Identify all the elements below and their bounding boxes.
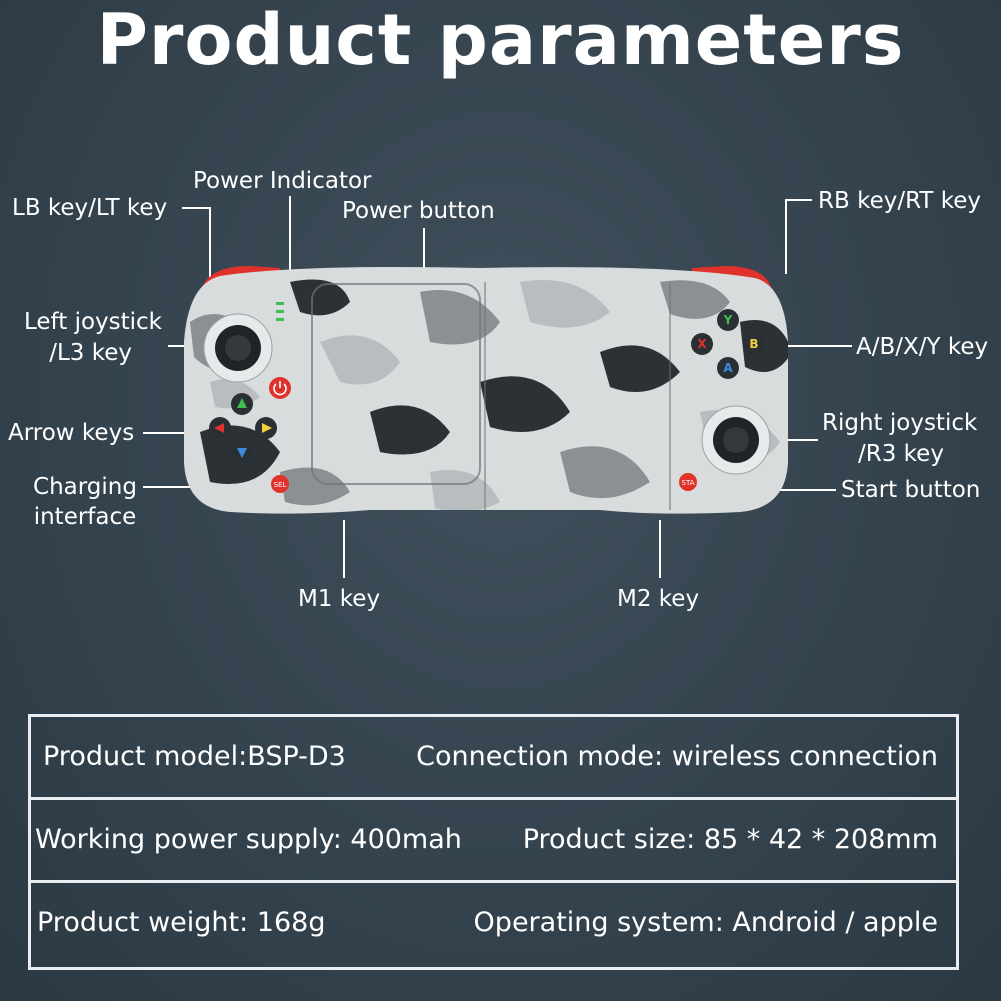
b-label: B (749, 337, 758, 351)
table-row: Working power supply: 400mah Product siz… (31, 800, 956, 883)
table-row: Product model:BSP-D3 Connection mode: wi… (31, 717, 956, 800)
callout-power-button: Power button (342, 198, 495, 224)
callout-abxy-key: A/B/X/Y key (856, 334, 989, 360)
line-rb-rt (785, 199, 812, 274)
param-os: Operating system: Android / apple (473, 907, 938, 938)
param-size: Product size: 85 * 42 * 208mm (522, 824, 938, 855)
callout-interface: interface (33, 504, 137, 530)
y-label: Y (723, 313, 733, 327)
sel-button (271, 475, 289, 493)
callout-r3-key: /R3 key (858, 441, 944, 467)
phone-tray (311, 283, 481, 485)
callout-power-indicator: Power Indicator (193, 168, 372, 194)
a-label: A (723, 361, 733, 375)
arrow-keys (209, 393, 277, 463)
sta-button (679, 473, 697, 491)
callout-m2-key: M2 key (617, 586, 700, 612)
camo-pattern (190, 279, 788, 512)
callout-lb-lt-key: LB key/LT key (12, 195, 168, 221)
callout-arrow-keys: Arrow keys (8, 420, 135, 446)
sel-label: SEL (274, 481, 287, 489)
callout-l3-key: /L3 key (49, 340, 132, 366)
callout-start-button: Start button (841, 477, 981, 503)
page-title: Product parameters (96, 0, 905, 81)
line-lb-lt (182, 207, 211, 280)
param-connection: Connection mode: wireless connection (416, 741, 938, 772)
callout-m1-key: M1 key (298, 586, 381, 612)
sta-label: STA (682, 479, 695, 487)
power-indicator-leds (276, 302, 284, 321)
param-power-supply: Working power supply: 400mah (35, 824, 462, 855)
abxy-buttons: Y X B A (691, 309, 765, 379)
parameters-table: Product model:BSP-D3 Connection mode: wi… (28, 714, 959, 970)
callout-left-joystick: Left joystick (23, 309, 162, 335)
callout-charging: Charging (33, 474, 137, 500)
x-label: X (697, 337, 707, 351)
callout-rb-rt-key: RB key/RT key (818, 188, 982, 214)
param-weight: Product weight: 168g (37, 907, 326, 938)
gamepad-illustration: SEL Y X B A STA (184, 266, 788, 514)
callout-right-joystick: Right joystick (822, 410, 978, 436)
param-model: Product model:BSP-D3 (43, 741, 346, 772)
table-row: Product weight: 168g Operating system: A… (31, 883, 956, 967)
